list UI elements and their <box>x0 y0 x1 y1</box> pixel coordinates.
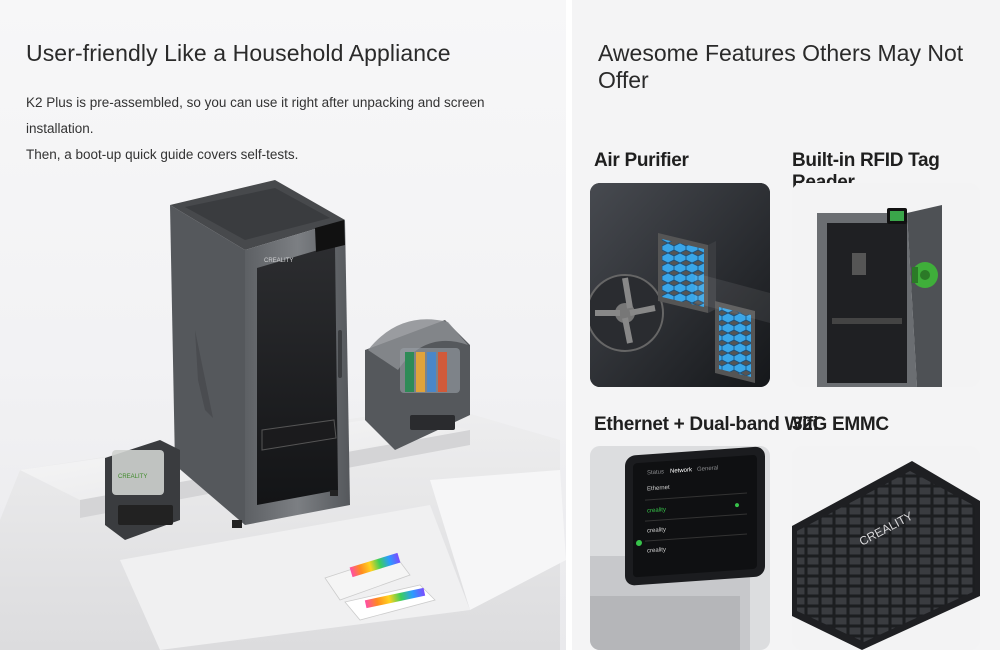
feature-label-emmc: 32G EMMC <box>792 414 889 435</box>
ethernet-wifi-image: Status Network General Ethernet creality… <box>590 446 770 650</box>
right-panel: Awesome Features Others May Not Offer Ai… <box>572 0 1000 650</box>
feature-label-ethernet-wifi: Ethernet + Dual-band Wifi <box>594 414 819 435</box>
emmc-image: CREALITY <box>792 446 980 650</box>
screen-tab-network: Network <box>670 467 693 475</box>
right-heading: Awesome Features Others May Not Offer <box>598 40 964 93</box>
toolbox-illustration: CREALITY <box>105 440 180 540</box>
filament-dryer-illustration <box>365 319 470 450</box>
left-panel: CREALITY CREA <box>0 0 566 650</box>
screen-item-wifi-1: creality <box>647 507 666 514</box>
left-heading: User-friendly Like a Household Appliance <box>26 40 451 66</box>
filament-sample-box-illustration <box>324 552 436 621</box>
air-purifier-image <box>590 183 770 387</box>
screen-item-wifi-3: creality <box>647 547 666 554</box>
left-description: K2 Plus is pre-assembled, so you can use… <box>26 90 546 168</box>
left-description-line-1: K2 Plus is pre-assembled, so you can use… <box>26 95 485 136</box>
product-scene-illustration: CREALITY CREA <box>0 180 560 650</box>
printer-brand-label: CREALITY <box>264 258 293 264</box>
screen-item-wifi-2: creality <box>647 527 666 534</box>
feature-label-air-purifier: Air Purifier <box>594 150 689 171</box>
screen-tab-status: Status <box>647 469 664 476</box>
screen-tab-general: General <box>697 465 718 472</box>
panel-divider <box>566 0 572 650</box>
svg-text:CREALITY: CREALITY <box>118 474 147 480</box>
product-scene: CREALITY CREA <box>0 180 560 650</box>
left-description-line-2: Then, a boot-up quick guide covers self-… <box>26 147 299 162</box>
printer-illustration: CREALITY <box>170 180 350 528</box>
rfid-reader-image <box>792 183 980 387</box>
screen-item-ethernet: Ethernet <box>647 485 670 493</box>
